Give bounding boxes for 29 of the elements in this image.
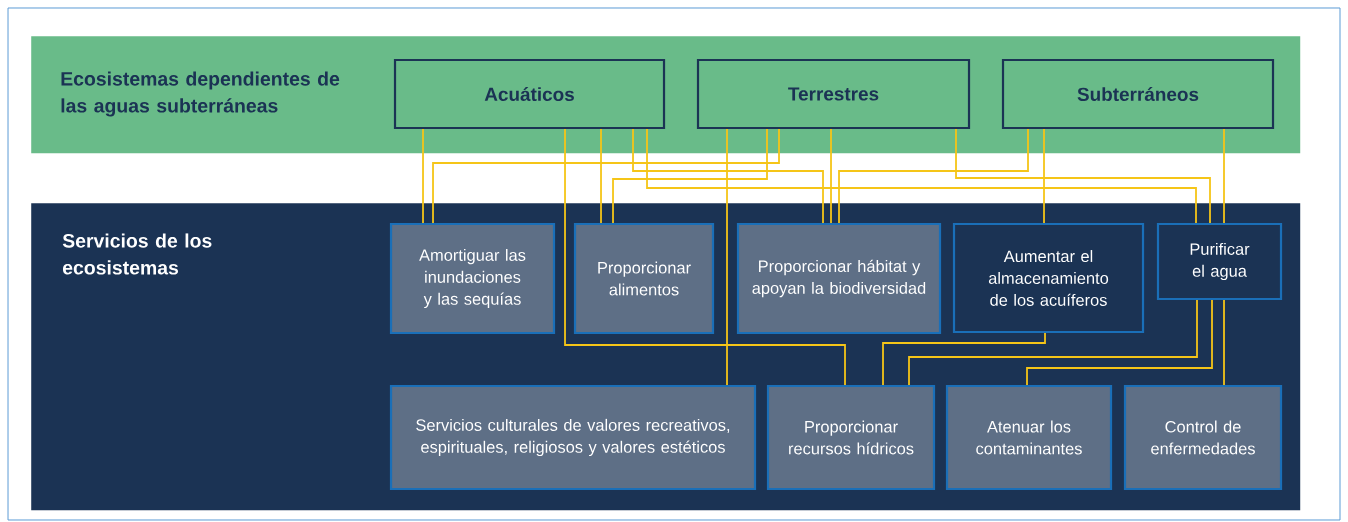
- category-box: Terrestres: [696, 58, 971, 130]
- connector: [1026, 299, 1213, 386]
- connector: [882, 332, 1046, 386]
- service-box: Proporcionar hábitat y apoyan la biodiversidad: [736, 222, 942, 335]
- connector: [646, 128, 1197, 224]
- connector: [564, 128, 846, 386]
- service-box: Control de enfermedades: [1123, 384, 1283, 491]
- connector: [1043, 128, 1045, 224]
- service-box: Atenuar los contaminantes: [945, 384, 1113, 491]
- connector: [612, 128, 768, 224]
- connector: [432, 128, 780, 224]
- category-box: Subterráneos: [1001, 58, 1275, 130]
- connector: [1223, 299, 1225, 386]
- connector: [830, 128, 832, 224]
- service-box: Purificar el agua: [1156, 222, 1283, 301]
- service-box: Proporcionar recursos hídricos: [766, 384, 936, 491]
- service-box: Proporcionar alimentos: [573, 222, 715, 335]
- connector: [600, 128, 602, 224]
- connector: [955, 128, 1211, 224]
- connector: [726, 128, 728, 386]
- service-box: Servicios culturales de valores recreativos, espirituales, religiosos y valores estéticos: [389, 384, 757, 491]
- connector: [422, 128, 424, 224]
- connector: [838, 128, 1029, 224]
- service-box: Amortiguar las inundaciones y las sequías: [389, 222, 556, 335]
- connector: [632, 128, 824, 224]
- category-box: Acuáticos: [393, 58, 666, 130]
- connector: [908, 299, 1198, 386]
- connector: [1223, 128, 1225, 224]
- service-box: Aumentar el almacenamiento de los acuíferos: [952, 222, 1145, 334]
